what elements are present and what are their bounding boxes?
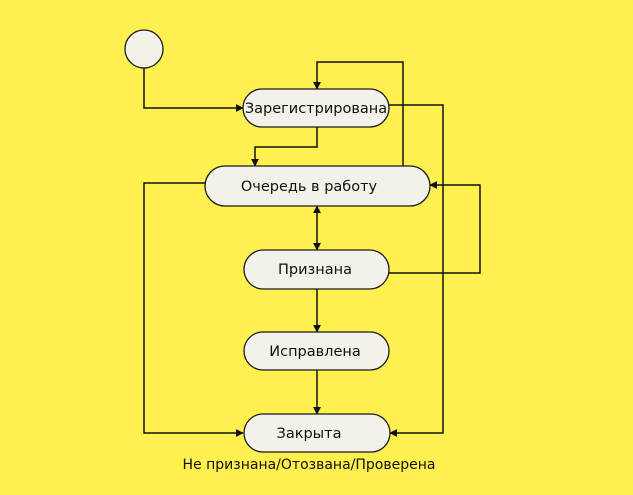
edge-acknowledged-to-queue — [389, 181, 481, 274]
initial-state-node — [124, 29, 164, 69]
state-acknowledged-box — [243, 249, 390, 290]
state-queue-label: Очередь в работу — [241, 179, 378, 195]
state-closed-label: Закрыта — [277, 426, 342, 442]
state-queue: Очередь в работу — [204, 165, 431, 207]
state-closed-box — [243, 413, 391, 453]
state-fixed-box — [243, 331, 390, 371]
edge-registered-to-queue — [251, 127, 318, 167]
state-closed: Закрыта — [243, 413, 391, 453]
state-fixed-label: Исправлена — [269, 344, 361, 360]
edge-queue-to-closed — [143, 182, 244, 437]
state-registered-label: Зарегистрирована — [245, 101, 387, 117]
closed-state-caption: Не признана/Отозвана/Проверена — [183, 457, 436, 473]
state-fixed: Исправлена — [243, 331, 390, 371]
state-registered: Зарегистрирована — [242, 88, 390, 128]
state-queue-box — [204, 165, 431, 207]
edge-initial-to-registered — [143, 68, 244, 112]
edge-queue-to-registered — [313, 61, 404, 166]
state-acknowledged: Признана — [243, 249, 390, 290]
state-registered-box — [242, 88, 390, 128]
edge-registered-to-closed — [389, 104, 444, 437]
state-acknowledged-label: Признана — [278, 262, 352, 278]
